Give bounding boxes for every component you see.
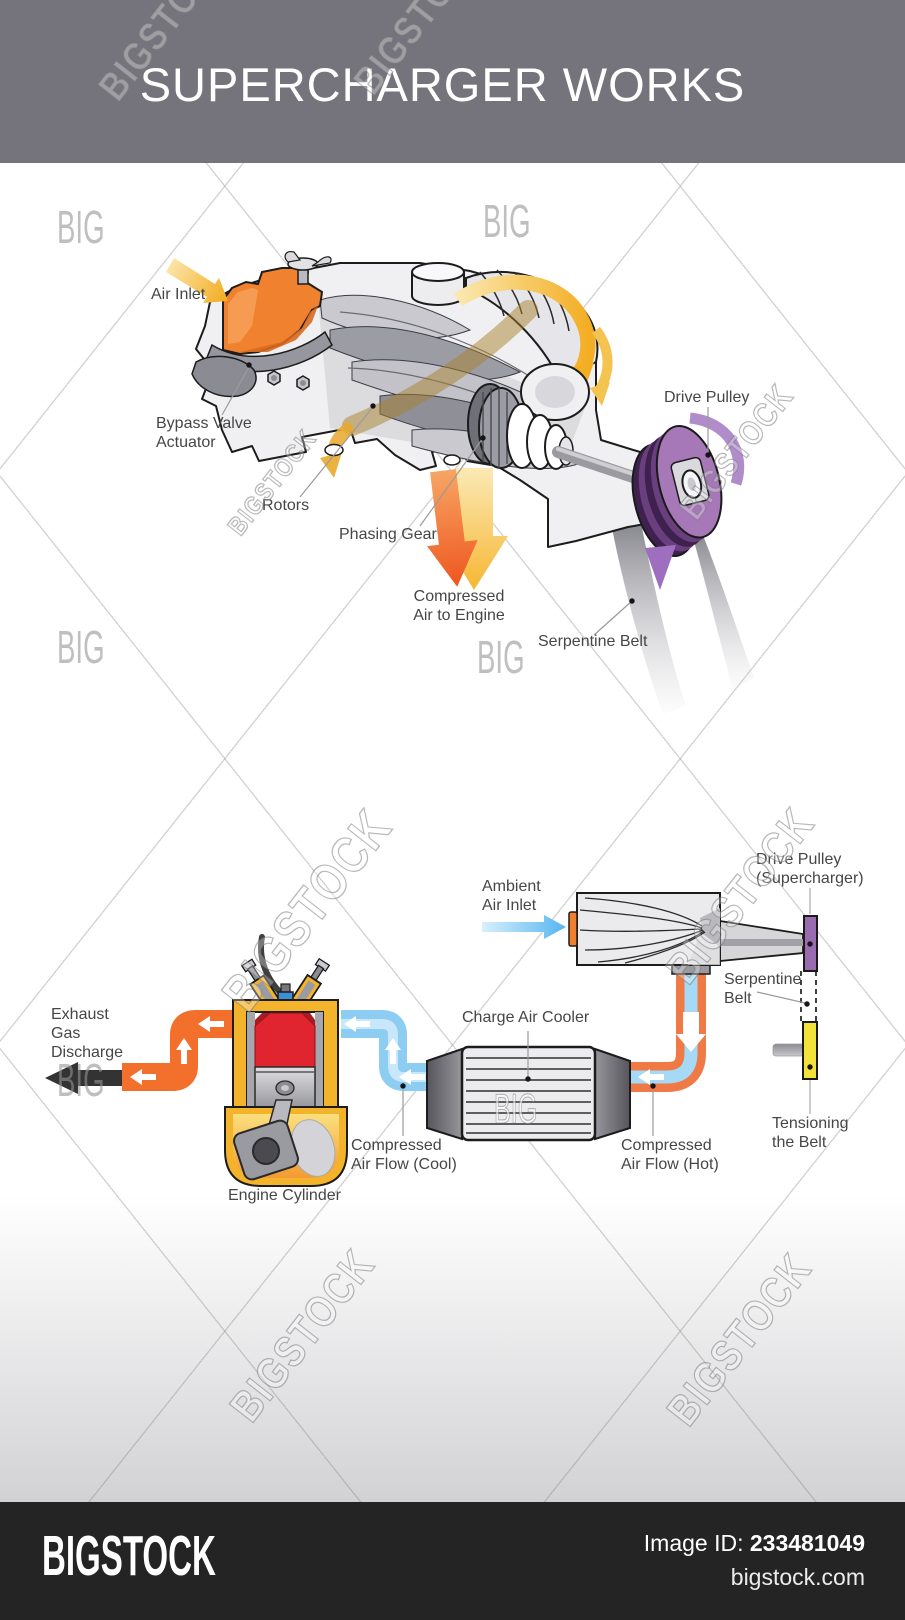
crank-pin — [252, 1137, 280, 1165]
label-serpentine-belt: Serpentine Belt — [538, 633, 648, 650]
label-compressed-air-flow-hot: Compressed Air Flow (Hot) — [621, 1137, 719, 1173]
label-charge-air-cooler: Charge Air Cooler — [462, 1009, 590, 1026]
ambient-air-arrow — [482, 915, 566, 939]
charge-air-cooler-unit — [426, 1045, 631, 1142]
rotation-arrow-small — [591, 326, 613, 395]
air-swirl-arrowhead — [320, 452, 342, 478]
tensioner-arm — [772, 1043, 805, 1057]
supercharger-unit — [568, 892, 804, 975]
serpentine-belt-strands — [612, 518, 754, 714]
bottom-gradient — [0, 1195, 905, 1502]
leader-lines-bottom — [402, 991, 806, 1136]
belt-direction-arrowhead — [645, 545, 676, 590]
bearing-boss-inner — [535, 376, 575, 408]
image-id: Image ID: 233481049 — [643, 1530, 865, 1556]
label-bypass-valve-actuator: Bypass Valve Actuator — [156, 415, 252, 451]
label-compressed-air-flow-cool: Compressed Air Flow (Cool) — [351, 1137, 457, 1173]
label-exhaust-gas-discharge: Exhaust Gas Discharge — [51, 1006, 124, 1061]
website: bigstock.com — [730, 1564, 865, 1590]
exhaust-out-arrow — [45, 1062, 122, 1094]
label-phasing-gear: Phasing Gear — [339, 526, 437, 543]
label-tensioning-the-belt: Tensioning the Belt — [772, 1115, 849, 1151]
rotation-arrowhead-small — [590, 382, 610, 406]
inlet-tab — [568, 911, 578, 947]
air-swirl-arrow — [342, 300, 538, 436]
bypass-valve-actuator-part — [191, 355, 257, 398]
label-drive-pulley-supercharger: Drive Pulley (Supercharger) — [756, 851, 864, 887]
combustion-chamber — [254, 1012, 316, 1068]
footer-bar: BIGSTOCK Image ID: 233481049 bigstock.co… — [0, 1502, 905, 1620]
wing-nut — [284, 251, 332, 285]
housing-bolts — [267, 370, 310, 391]
bigstock-logo: BIGSTOCK — [42, 1524, 216, 1588]
engine-cylinder-unit — [224, 934, 348, 1187]
mount-hole — [324, 443, 344, 457]
drive-pulley — [631, 424, 723, 557]
hot-air-pipe — [628, 970, 706, 1092]
label-serpentine-belt-2: Serpentine Belt — [724, 971, 802, 1007]
exhaust-pipe — [45, 1010, 233, 1094]
label-compressed-air-to-engine: Compressed Air to Engine — [413, 588, 505, 624]
label-rotors: Rotors — [262, 497, 310, 514]
leader-dots-top — [246, 362, 711, 604]
air-intake-cover — [222, 267, 324, 356]
label-ambient-air-inlet: Ambient Air Inlet — [482, 878, 541, 914]
belt-drive-column — [772, 888, 818, 1114]
label-air-inlet: Air Inlet — [151, 286, 206, 303]
header-bar: SUPERCHARGER WORKS — [0, 0, 905, 163]
supercharger-system-flow — [45, 888, 818, 1187]
mount-hole — [443, 454, 461, 466]
belt-tensioner — [802, 1021, 818, 1080]
leader-lines-top — [221, 366, 709, 636]
rotation-arrow-yellow — [453, 274, 596, 376]
leader-dots-bottom — [400, 1001, 810, 1089]
supercharger-cutaway — [166, 251, 754, 714]
cool-air-pipe — [341, 1010, 430, 1091]
air-inlet-arrow — [166, 258, 228, 303]
pulley-rotation-arrow — [689, 412, 745, 486]
top-intake-port — [411, 262, 465, 306]
label-engine-cylinder: Engine Cylinder — [228, 1187, 341, 1204]
page-title: SUPERCHARGER WORKS — [139, 58, 746, 111]
label-drive-pulley: Drive Pulley — [664, 389, 750, 406]
